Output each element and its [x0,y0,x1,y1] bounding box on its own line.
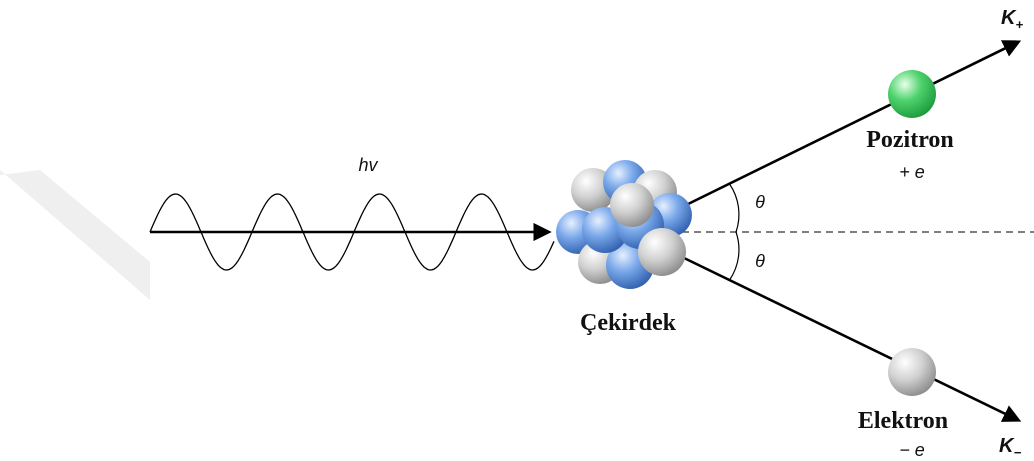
electron-energy-symbol: K [999,435,1015,457]
upper-angle-arc [729,183,740,233]
electron: Elektron − e K− [858,348,1021,460]
positron-charge: + e [899,162,925,182]
positron-energy-symbol: K [1001,7,1017,29]
upper-angle-label: θ [755,192,765,212]
nucleus-label: Çekirdek [580,310,677,336]
positron-trajectory-arrow [681,40,1022,209]
electron-energy-subscript: − [1013,445,1021,460]
electron-charge: − e [899,440,925,460]
positron-energy-label: K+ [1001,7,1023,32]
electron-trajectory-arrow [681,255,1022,422]
photon-wave [149,193,555,271]
electron-particle [888,348,936,396]
positron-energy-subscript: + [1015,17,1023,32]
lower-angle-arc [729,231,740,281]
watermark-shape [0,170,150,300]
photon: hv [149,155,555,271]
photon-label: hv [358,155,378,175]
nucleon-neutron [610,183,654,227]
electron-label: Elektron [858,408,948,434]
electron-energy-label: K− [999,435,1021,460]
lower-angle-label: θ [755,251,765,271]
nucleus: Çekirdek [556,160,692,336]
positron-particle [888,70,936,118]
nucleon-neutron [638,228,686,276]
positron: Pozitron + e K+ [866,7,1023,182]
positron-label: Pozitron [866,127,954,153]
